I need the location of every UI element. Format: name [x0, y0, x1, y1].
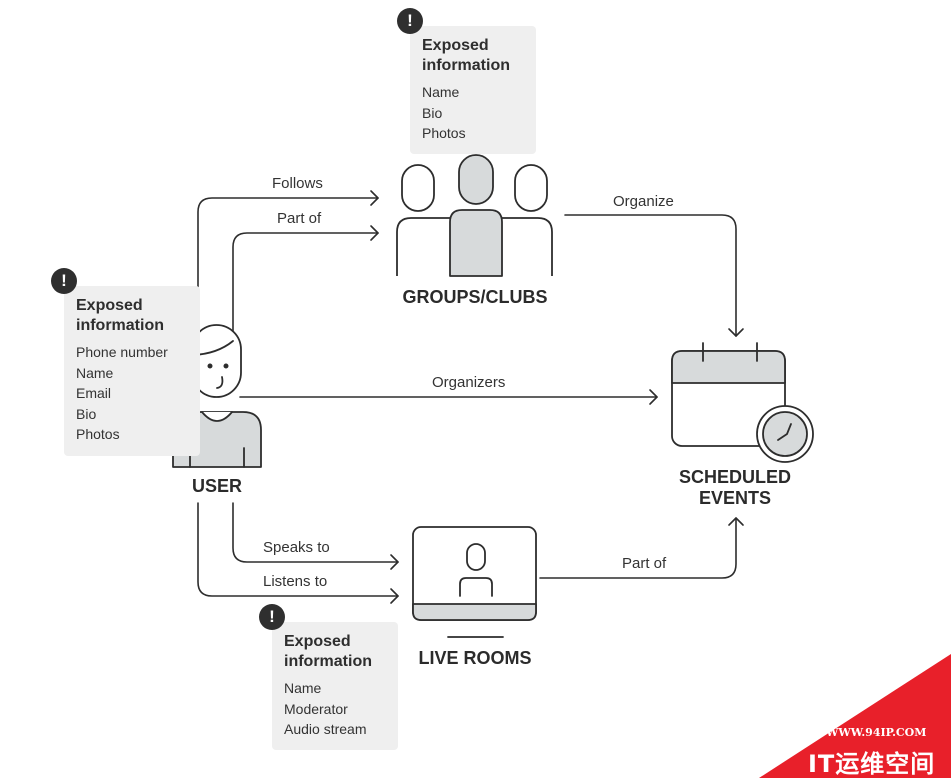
node-label-groups: GROUPS/CLUBS [402, 287, 548, 307]
info-item: Phone number [76, 344, 168, 360]
watermark-name: IT运维空间 [808, 750, 936, 778]
edge-label-organize: Organize [613, 193, 674, 210]
info-item: Photos [76, 426, 120, 442]
edge-label-organizers: Organizers [432, 374, 506, 391]
info-item: Audio stream [284, 721, 367, 737]
node-label-rooms: LIVE ROOMS [418, 648, 532, 668]
info-item: Name [76, 364, 114, 381]
edge-speaks-to-line [232, 502, 399, 563]
edge-follows-arrowhead [370, 190, 379, 206]
edge-label-part-of-groups: Part of [277, 210, 322, 227]
info-box-user: Exposed information Phone number Name Em… [64, 286, 200, 456]
edge-organizers-arrowhead [649, 389, 658, 405]
edge-part-of-events-line [539, 517, 737, 579]
edge-follows-line [197, 197, 379, 321]
info-box-groups: Exposed information Name Bio Photos [410, 26, 536, 154]
alert-icon: ! [259, 604, 285, 630]
node-label-user: USER [191, 476, 242, 496]
alert-icon: ! [51, 268, 77, 294]
info-item: Photos [422, 125, 466, 141]
info-item: Bio [76, 405, 97, 422]
edge-part-of-groups-arrowhead [370, 225, 379, 241]
info-box-groups-title: Exposed information [422, 37, 510, 74]
edge-organize-arrowhead [728, 328, 744, 337]
info-item: Name [284, 680, 322, 696]
groups-icon [396, 154, 553, 277]
info-box-user-title: Exposed information [76, 297, 164, 334]
alert-icon: ! [397, 8, 423, 34]
live-room-icon [412, 526, 537, 638]
clock-icon [756, 405, 814, 463]
edge-label-follows: Follows [272, 175, 323, 192]
info-box-rooms-title: Exposed information [284, 633, 372, 670]
node-label-events-line2: EVENTS [698, 488, 772, 508]
info-item: Bio [422, 104, 443, 121]
watermark-triangle [759, 654, 951, 778]
edge-label-listens-to: Listens to [263, 573, 328, 590]
info-item: Email [76, 385, 112, 401]
edge-speaks-to-arrowhead [390, 554, 399, 570]
calendar-icon [671, 342, 786, 447]
edge-label-part-of-events: Part of [622, 555, 667, 572]
edge-part-of-groups-line [232, 232, 379, 346]
node-label-events-line1: SCHEDULED [678, 467, 791, 487]
info-box-rooms: Exposed information Name Moderator Audio… [272, 622, 398, 750]
info-item: Moderator [284, 700, 348, 717]
edge-listens-to-line [197, 502, 399, 597]
edge-part-of-events-arrowhead [728, 517, 744, 526]
info-item: Name [422, 84, 460, 100]
edge-listens-to-arrowhead [390, 588, 399, 604]
watermark-url: WWW.94IP.COM [826, 726, 927, 739]
node-label-events: SCHEDULED EVENTS [655, 467, 815, 509]
edge-organize-line [564, 214, 737, 337]
edge-label-speaks-to: Speaks to [263, 539, 330, 556]
